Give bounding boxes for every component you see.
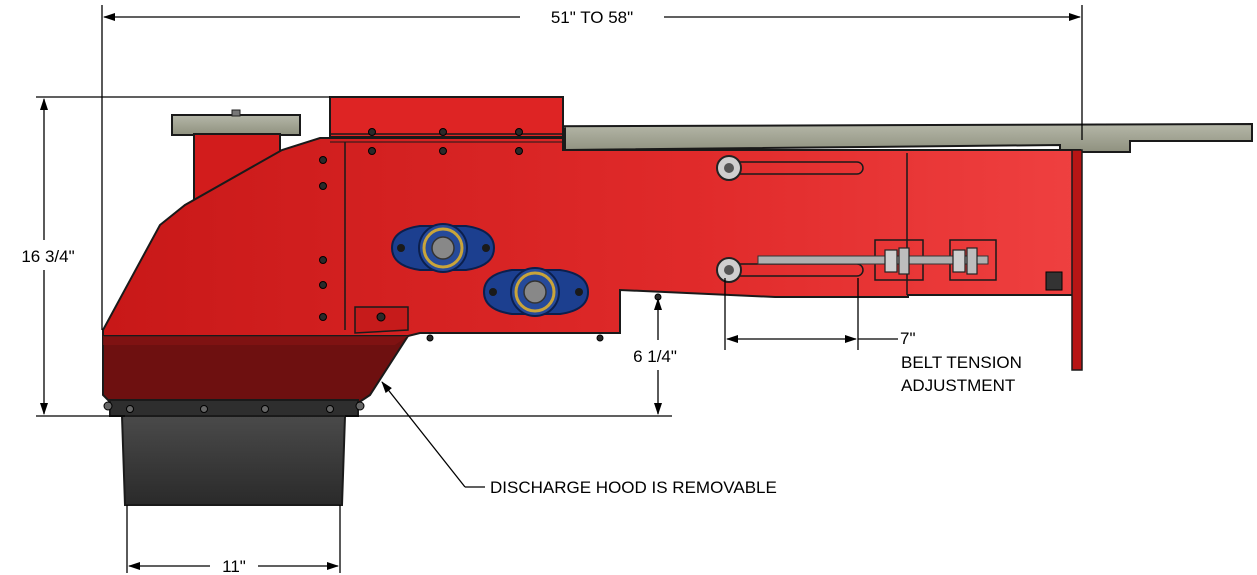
bearing-lower [482, 267, 590, 317]
belt-tension-label-line1: BELT TENSION [901, 353, 1022, 372]
belt-tension-label: BELT TENSION ADJUSTMENT [901, 353, 1022, 395]
bearing-upper [390, 223, 496, 273]
dim-overall-height-label: 16 3/4" [21, 247, 74, 266]
dim-discharge-height: 6 1/4" [345, 298, 677, 417]
dim-overall-length: 51" TO 58" [101, 5, 1083, 330]
conveyor-body [102, 96, 1083, 371]
discharge-hood [103, 399, 365, 506]
discharge-hood-callout: DISCHARGE HOOD IS REMOVABLE [381, 381, 777, 497]
slider-bed-plate [329, 122, 1253, 153]
inlet-flange [171, 109, 301, 136]
tension-bolts [716, 155, 742, 283]
dim-tension-travel: 7" [724, 278, 916, 350]
tension-rod [757, 239, 997, 281]
dim-tension-travel-label: 7" [900, 329, 916, 348]
dim-overall-height: 16 3/4" [21, 96, 330, 417]
dim-overall-length-label: 51" TO 58" [551, 8, 633, 27]
discharge-hood-callout-label: DISCHARGE HOOD IS REMOVABLE [490, 478, 777, 497]
belt-tension-label-line2: ADJUSTMENT [901, 376, 1015, 395]
dim-hood-width-label: 11" [222, 557, 246, 575]
dim-hood-width: 11" [126, 505, 341, 575]
frame-bolts [319, 128, 662, 342]
discharge-chute [102, 335, 410, 406]
dim-discharge-height-label: 6 1/4" [633, 347, 677, 366]
